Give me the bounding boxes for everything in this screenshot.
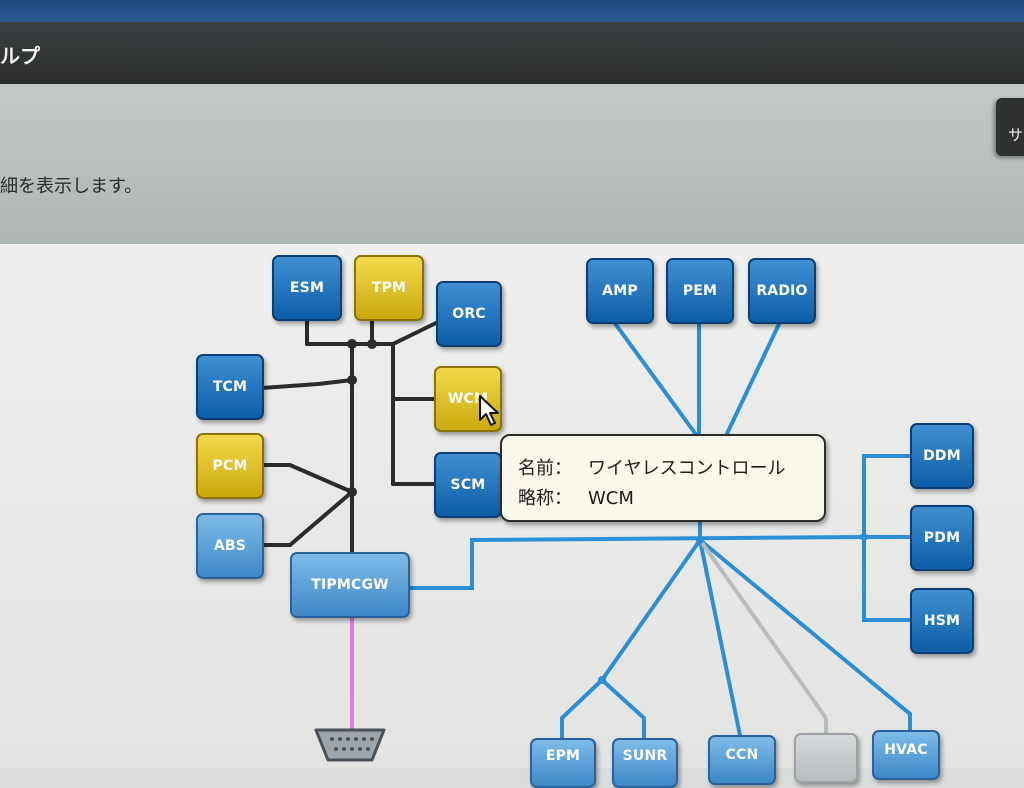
- wire-pcm: [260, 463, 354, 494]
- node-label: RADIO: [756, 283, 808, 299]
- node-hsm[interactable]: HSM: [910, 588, 974, 654]
- node-tooltip: 名前： ワイヤレスコントロール 略称： WCM: [500, 434, 826, 522]
- tooltip-abbr-value: WCM: [588, 488, 634, 509]
- node-label: SCM: [450, 477, 486, 493]
- node-pdm[interactable]: PDM: [910, 505, 974, 571]
- node-label: PCM: [212, 458, 248, 474]
- wire-tcm: [260, 378, 354, 390]
- wire-epm-group: [600, 538, 702, 682]
- tooltip-name-value: ワイヤレスコントロール: [588, 458, 786, 479]
- side-tab-label: サ: [1008, 126, 1024, 144]
- node-label: TCM: [212, 379, 248, 395]
- node-tipmcgw[interactable]: TIPMCGW: [290, 552, 410, 618]
- node-label: DDM: [923, 448, 961, 464]
- node-pcm[interactable]: PCM: [196, 433, 264, 499]
- tooltip-abbr-label: 略称：: [518, 488, 572, 509]
- node-inactive[interactable]: [794, 733, 858, 783]
- node-label: WCM: [447, 391, 489, 407]
- junction-dot: [696, 536, 704, 544]
- side-tab-button[interactable]: サ: [996, 98, 1024, 156]
- node-ddm[interactable]: DDM: [910, 423, 974, 489]
- junction-dot: [347, 339, 357, 349]
- node-label: PDM: [923, 530, 961, 546]
- node-amp[interactable]: AMP: [586, 258, 654, 324]
- screen-bezel: [0, 0, 1024, 22]
- node-abs[interactable]: ABS: [196, 513, 264, 579]
- node-label: ABS: [213, 538, 247, 554]
- node-label: CCN: [725, 747, 759, 763]
- tooltip-name-label: 名前：: [518, 458, 572, 479]
- wire-orc: [391, 320, 440, 346]
- wire-ccn: [698, 538, 744, 747]
- node-label: EPM: [545, 748, 581, 764]
- junction-dot: [347, 487, 357, 497]
- wire-sunr: [600, 678, 646, 747]
- node-pem[interactable]: PEM: [666, 258, 734, 324]
- junction-dot: [367, 339, 377, 349]
- junction-dot: [347, 375, 357, 385]
- junction-dot: [598, 676, 606, 684]
- node-label: HSM: [923, 613, 961, 629]
- wire-hvac: [698, 538, 912, 742]
- node-radio[interactable]: RADIO: [748, 258, 816, 324]
- node-label: PEM: [682, 283, 718, 299]
- node-hvac[interactable]: HVAC: [872, 730, 940, 780]
- network-wires: [260, 316, 914, 747]
- node-label: TIPMCGW: [311, 577, 389, 593]
- wire-tipmcgw: [408, 535, 866, 590]
- node-orc[interactable]: ORC: [436, 281, 502, 347]
- node-label: TPM: [371, 280, 407, 296]
- mouse-pointer-icon: [479, 395, 499, 426]
- node-esm[interactable]: ESM: [272, 255, 342, 321]
- wire-hsm: [862, 535, 914, 622]
- wire-epm: [560, 678, 604, 747]
- tooltip-abbr-row: 略称： WCM: [518, 484, 634, 510]
- obd-connector-icon[interactable]: [310, 726, 390, 768]
- node-label: HVAC: [884, 742, 928, 758]
- node-label: SUNR: [622, 748, 668, 764]
- wire-amp: [612, 320, 702, 442]
- wire-radio: [722, 320, 782, 442]
- node-tpm[interactable]: TPM: [354, 255, 424, 321]
- node-ccn[interactable]: CCN: [708, 735, 776, 785]
- page-description: 細を表示します。: [0, 176, 143, 197]
- node-label: ESM: [289, 280, 325, 296]
- node-label: AMP: [602, 283, 638, 299]
- title-bar: [0, 22, 1024, 84]
- wire-inactive-node: [698, 538, 828, 720]
- header-panel: [0, 84, 1024, 244]
- wire-abs: [260, 490, 354, 547]
- window-title: ルプ: [0, 44, 40, 68]
- tooltip-name-row: 名前： ワイヤレスコントロール: [518, 454, 785, 480]
- node-label: ORC: [452, 306, 486, 322]
- node-sunr[interactable]: SUNR: [612, 738, 678, 788]
- node-tcm[interactable]: TCM: [196, 354, 264, 420]
- wire-ddm: [862, 454, 914, 539]
- node-epm[interactable]: EPM: [530, 738, 596, 788]
- node-scm[interactable]: SCM: [434, 452, 502, 518]
- junction-dot: [860, 533, 868, 541]
